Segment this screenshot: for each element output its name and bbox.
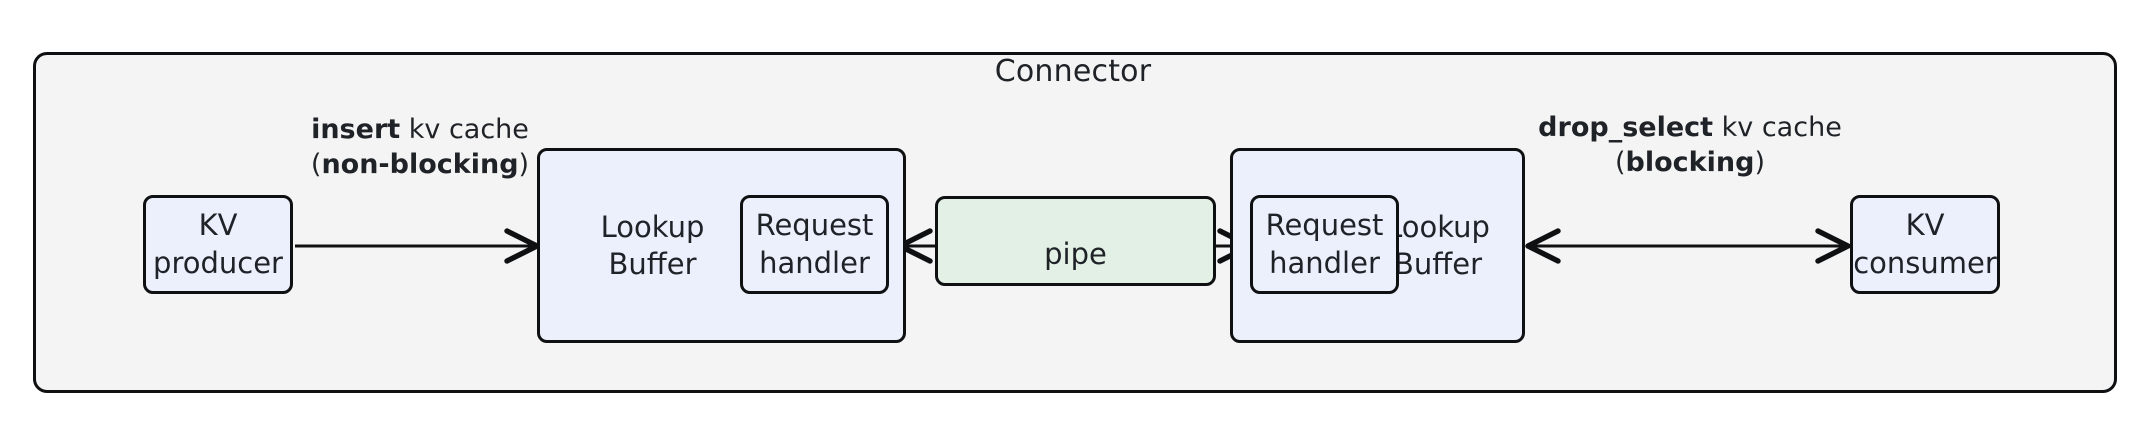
drop-select-paren-close: ) [1754,147,1765,179]
lookup-buffer-right-label: Lookup Buffer [1386,209,1490,281]
insert-paren-open: ( [310,149,322,181]
insert-suffix: kv cache [400,114,529,145]
lookup-buffer-left-label: Lookup Buffer [600,209,705,281]
insert-keyword: insert [311,114,401,145]
kv-producer-node[interactable]: KV producer [143,195,293,294]
drop-select-edge-label-line2: (blocking) [1525,145,1855,180]
request-handler-right-node[interactable]: Request handler [1250,195,1399,294]
request-handler-left-node[interactable]: Request handler [740,195,889,294]
kv-consumer-label: KV consumer [1853,208,1997,280]
drop-select-mode: blocking [1625,147,1755,179]
page-title: Connector [994,54,1152,89]
drop-select-suffix: kv cache [1713,112,1842,143]
drop-select-edge-label-line1: drop_select kv cache [1525,110,1855,145]
drop-select-keyword: drop_select [1538,112,1714,143]
pipe-node[interactable]: pipe [935,196,1216,286]
drop-select-edge-label: drop_select kv cache (blocking) [1525,110,1855,180]
insert-mode: non-blocking [321,149,519,181]
insert-edge-label: insert kv cache (non-blocking) [230,112,610,182]
insert-edge-label-line2: (non-blocking) [230,147,610,182]
insert-paren-close: ) [518,149,530,181]
lookup-buffer-left-node[interactable]: Lookup Buffer [537,148,906,343]
kv-consumer-node[interactable]: KV consumer [1850,195,2000,294]
request-handler-right-label: Request handler [1265,208,1384,280]
drop-select-paren-open: ( [1615,147,1626,179]
insert-edge-label-line1: insert kv cache [230,112,610,147]
kv-producer-label: KV producer [153,208,283,280]
request-handler-left-label: Request handler [755,208,874,280]
pipe-label: pipe [1044,236,1107,271]
